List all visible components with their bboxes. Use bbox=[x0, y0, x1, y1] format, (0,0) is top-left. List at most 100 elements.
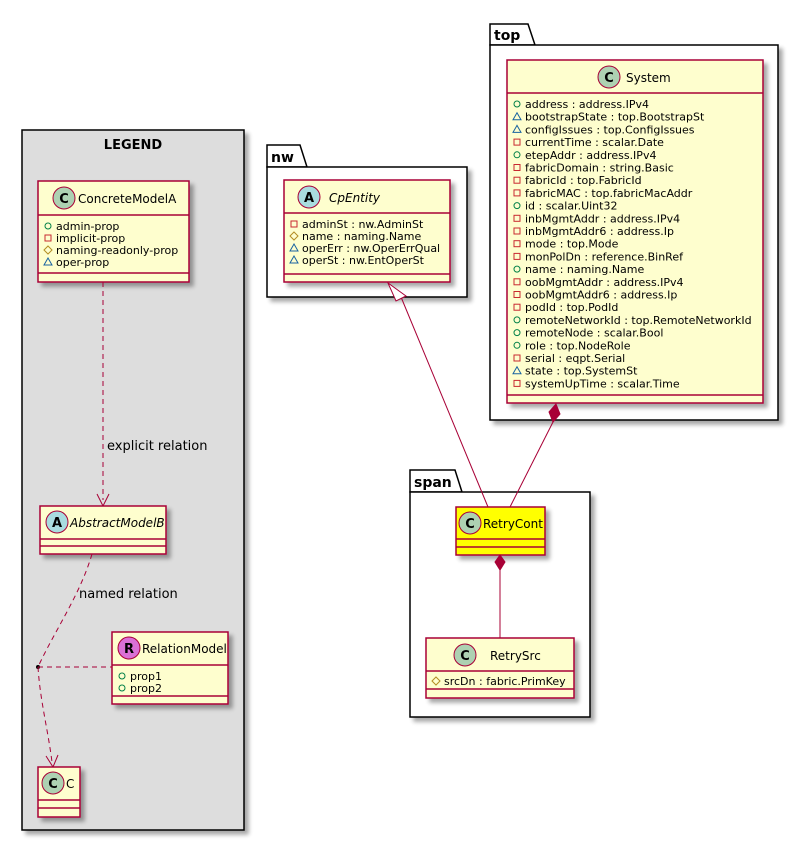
visibility-marker bbox=[43, 245, 53, 255]
class-retry-cont[interactable]: C RetryCont bbox=[455, 506, 546, 556]
visibility-marker bbox=[513, 164, 521, 171]
class-attribute: oobMgmtAddr : address.IPv4 bbox=[525, 276, 684, 289]
stereotype-label: C bbox=[59, 192, 69, 207]
relation-composition-retrysrc bbox=[494, 554, 506, 638]
visibility-marker bbox=[513, 240, 521, 248]
class-attribute: configIssues : top.ConfigIssues bbox=[525, 123, 695, 136]
class-attribute: operErr : nw.OperErrQual bbox=[302, 242, 440, 255]
class-attribute: prop1 bbox=[130, 670, 162, 683]
visibility-marker bbox=[512, 111, 522, 121]
class-attribute: bootstrapState : top.BootstrapSt bbox=[525, 111, 705, 124]
abstract-a-icon bbox=[45, 510, 69, 534]
visibility-marker bbox=[290, 220, 298, 228]
class-attribute: oper-prop bbox=[56, 256, 109, 269]
class-attribute: systemUpTime : scalar.Time bbox=[525, 377, 680, 390]
class-retry-src[interactable]: C RetrySrc srcDn : fabric.PrimKey bbox=[425, 637, 575, 699]
named-relation-label: named relation bbox=[79, 587, 178, 602]
visibility-marker bbox=[512, 365, 522, 375]
class-c-icon bbox=[597, 65, 621, 89]
class-attribute: adminSt : nw.AdminSt bbox=[302, 218, 424, 231]
visibility-marker bbox=[512, 124, 522, 133]
stereotype-label: C bbox=[48, 777, 58, 792]
visibility-marker bbox=[513, 265, 521, 273]
class-attribute: role : top.NodeRole bbox=[525, 339, 631, 352]
visibility-marker bbox=[513, 214, 521, 222]
legend-title: LEGEND bbox=[104, 138, 163, 153]
class-attribute: srcDn : fabric.PrimKey bbox=[444, 675, 566, 688]
class-name: CpEntity bbox=[329, 191, 381, 205]
class-name: System bbox=[626, 71, 671, 85]
relation-r-icon bbox=[117, 636, 141, 660]
attribute-list: admin-propimplicit-propnaming-readonly-p… bbox=[43, 220, 178, 269]
class-concrete-model-a[interactable]: C ConcreteModelA admin-propimplicit-prop… bbox=[37, 180, 190, 283]
visibility-marker bbox=[513, 100, 521, 108]
class-attribute: state : top.SystemSt bbox=[525, 365, 638, 378]
visibility-marker bbox=[289, 254, 299, 264]
relation-named: named relation bbox=[36, 553, 178, 769]
class-attribute: fabricDomain : string.Basic bbox=[525, 162, 674, 175]
class-attribute: inbMgmtAddr6 : address.Ip bbox=[525, 225, 674, 238]
visibility-marker bbox=[118, 672, 126, 680]
package-title: top bbox=[494, 28, 520, 44]
visibility-marker bbox=[513, 151, 521, 159]
class-attribute: podId : top.PodId bbox=[525, 301, 618, 314]
class-name: RelationModel bbox=[142, 642, 227, 656]
class-attribute: inbMgmtAddr : address.IPv4 bbox=[525, 212, 680, 225]
class-attribute: name : naming.Name bbox=[302, 230, 422, 243]
class-name: AbstractModelB bbox=[69, 516, 165, 530]
relation-composition-system bbox=[509, 403, 561, 508]
class-c-icon bbox=[41, 771, 65, 795]
visibility-marker bbox=[513, 202, 521, 210]
stereotype-label: C bbox=[465, 517, 475, 532]
visibility-marker bbox=[431, 676, 441, 686]
stereotype-label: C bbox=[460, 649, 470, 664]
class-attribute: fabricMAC : top.fabricMacAddr bbox=[525, 187, 693, 200]
class-attribute: serial : eqpt.Serial bbox=[525, 352, 625, 365]
abstract-a-icon bbox=[297, 185, 321, 209]
visibility-marker bbox=[44, 222, 52, 230]
visibility-marker bbox=[513, 176, 521, 184]
class-attribute: name : naming.Name bbox=[525, 263, 645, 276]
class-c[interactable]: C C bbox=[37, 766, 81, 818]
class-name: ConcreteModelA bbox=[78, 192, 177, 206]
package-title: span bbox=[414, 475, 452, 491]
visibility-marker bbox=[513, 316, 521, 324]
class-attribute: address : address.IPv4 bbox=[525, 98, 649, 111]
class-attribute: id : scalar.Uint32 bbox=[525, 200, 617, 213]
class-attribute: naming-readonly-prop bbox=[56, 244, 178, 257]
visibility-marker bbox=[513, 189, 521, 197]
visibility-marker bbox=[513, 138, 521, 146]
relation-explicit: explicit relation bbox=[96, 282, 207, 508]
class-attribute: operSt : nw.EntOperSt bbox=[302, 254, 425, 267]
stereotype-label: R bbox=[124, 642, 134, 657]
class-c-icon bbox=[453, 643, 477, 667]
explicit-relation-label: explicit relation bbox=[107, 439, 207, 454]
attribute-list: srcDn : fabric.PrimKey bbox=[431, 675, 566, 688]
stereotype-label: A bbox=[52, 516, 62, 531]
relation-inheritance bbox=[386, 281, 489, 508]
class-system[interactable]: C System address : address.IPv4bootstrap… bbox=[506, 59, 764, 404]
class-attribute: fabricId : top.FabricId bbox=[525, 174, 642, 187]
visibility-marker bbox=[43, 256, 53, 266]
visibility-marker bbox=[513, 354, 521, 362]
visibility-marker bbox=[513, 278, 521, 286]
package-title: nw bbox=[271, 150, 294, 166]
class-attribute: remoteNode : scalar.Bool bbox=[525, 327, 663, 340]
class-name: C bbox=[66, 777, 74, 791]
class-c-icon bbox=[52, 186, 76, 210]
visibility-marker bbox=[289, 242, 299, 252]
visibility-marker bbox=[289, 231, 299, 241]
stereotype-label: A bbox=[304, 191, 314, 206]
class-name: RetryCont bbox=[483, 517, 543, 531]
visibility-marker bbox=[513, 291, 521, 298]
visibility-marker bbox=[118, 684, 126, 692]
class-attribute: currentTime : scalar.Date bbox=[525, 136, 664, 149]
visibility-marker bbox=[513, 379, 521, 387]
class-abstract-model-b[interactable]: A AbstractModelB bbox=[39, 505, 167, 555]
